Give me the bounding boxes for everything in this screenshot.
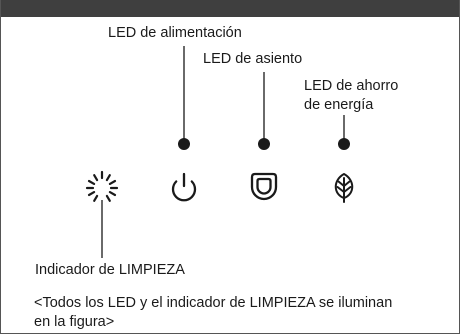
seat-icon — [250, 172, 278, 201]
eco-led-label-line2: de energía — [304, 97, 374, 113]
sparkle-icon — [85, 170, 119, 202]
power-led-dot — [178, 138, 190, 150]
cleaning-indicator-label: Indicador de LIMPIEZA — [35, 262, 185, 278]
seat-led-label: LED de asiento — [203, 51, 303, 67]
leaf-icon — [334, 173, 354, 203]
header-bar — [1, 0, 459, 17]
caption-line2: en la figura> — [34, 314, 115, 330]
eco-led-dot — [338, 138, 350, 150]
eco-led-label-line1: LED de ahorro — [304, 78, 399, 94]
seat-led-dot — [258, 138, 270, 150]
caption-line1: <Todos los LED y el indicador de LIMPIEZ… — [34, 295, 393, 311]
power-icon — [171, 172, 197, 202]
power-led-label: LED de alimentación — [108, 25, 242, 41]
